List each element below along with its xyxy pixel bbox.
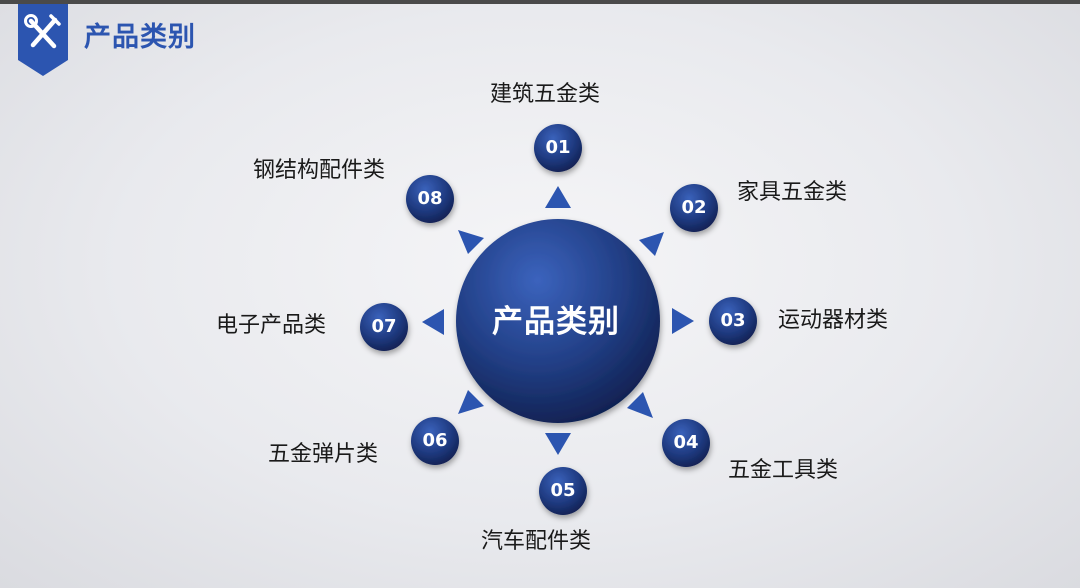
node-number-04: 04	[673, 432, 699, 453]
node-number-03: 03	[720, 310, 746, 331]
arrow-down	[545, 433, 571, 455]
node-circle-06	[411, 417, 459, 465]
node-circle-02	[670, 184, 718, 232]
node-number-05: 05	[550, 480, 576, 501]
node-circle-07	[360, 303, 408, 351]
arrow-down-left	[458, 390, 484, 414]
category-label-04: 五金工具类	[728, 458, 839, 483]
node-number-07: 07	[371, 316, 397, 337]
center-label: 产品类别	[492, 304, 620, 340]
tools-icon	[24, 14, 61, 49]
arrow-up	[545, 186, 571, 208]
node-circle-05	[539, 467, 587, 515]
center-circle	[456, 219, 660, 423]
category-label-08: 钢结构配件类	[253, 158, 386, 183]
category-label-06: 五金弹片类	[268, 442, 379, 467]
arrow-down-right	[627, 392, 653, 418]
node-number-08: 08	[417, 188, 443, 209]
arrow-right	[672, 308, 694, 334]
node-number-02: 02	[681, 197, 707, 218]
node-circle-03	[709, 297, 757, 345]
node-circle-08	[406, 175, 454, 223]
arrow-up-right	[639, 232, 664, 256]
category-label-03: 运动器材类	[778, 308, 889, 333]
node-circle-04	[662, 419, 710, 467]
top-strip	[0, 0, 1080, 4]
category-label-07: 电子产品类	[216, 313, 327, 338]
arrow-left	[422, 309, 444, 335]
node-circle-01	[534, 124, 582, 172]
arrow-up-left	[458, 230, 484, 254]
node-number-01: 01	[545, 137, 571, 158]
header-badge	[18, 4, 68, 76]
category-label-01: 建筑五金类	[490, 82, 601, 107]
node-number-06: 06	[422, 430, 448, 451]
category-label-02: 家具五金类	[737, 180, 848, 205]
category-label-05: 汽车配件类	[481, 529, 592, 554]
page-title: 产品类别	[84, 22, 196, 53]
